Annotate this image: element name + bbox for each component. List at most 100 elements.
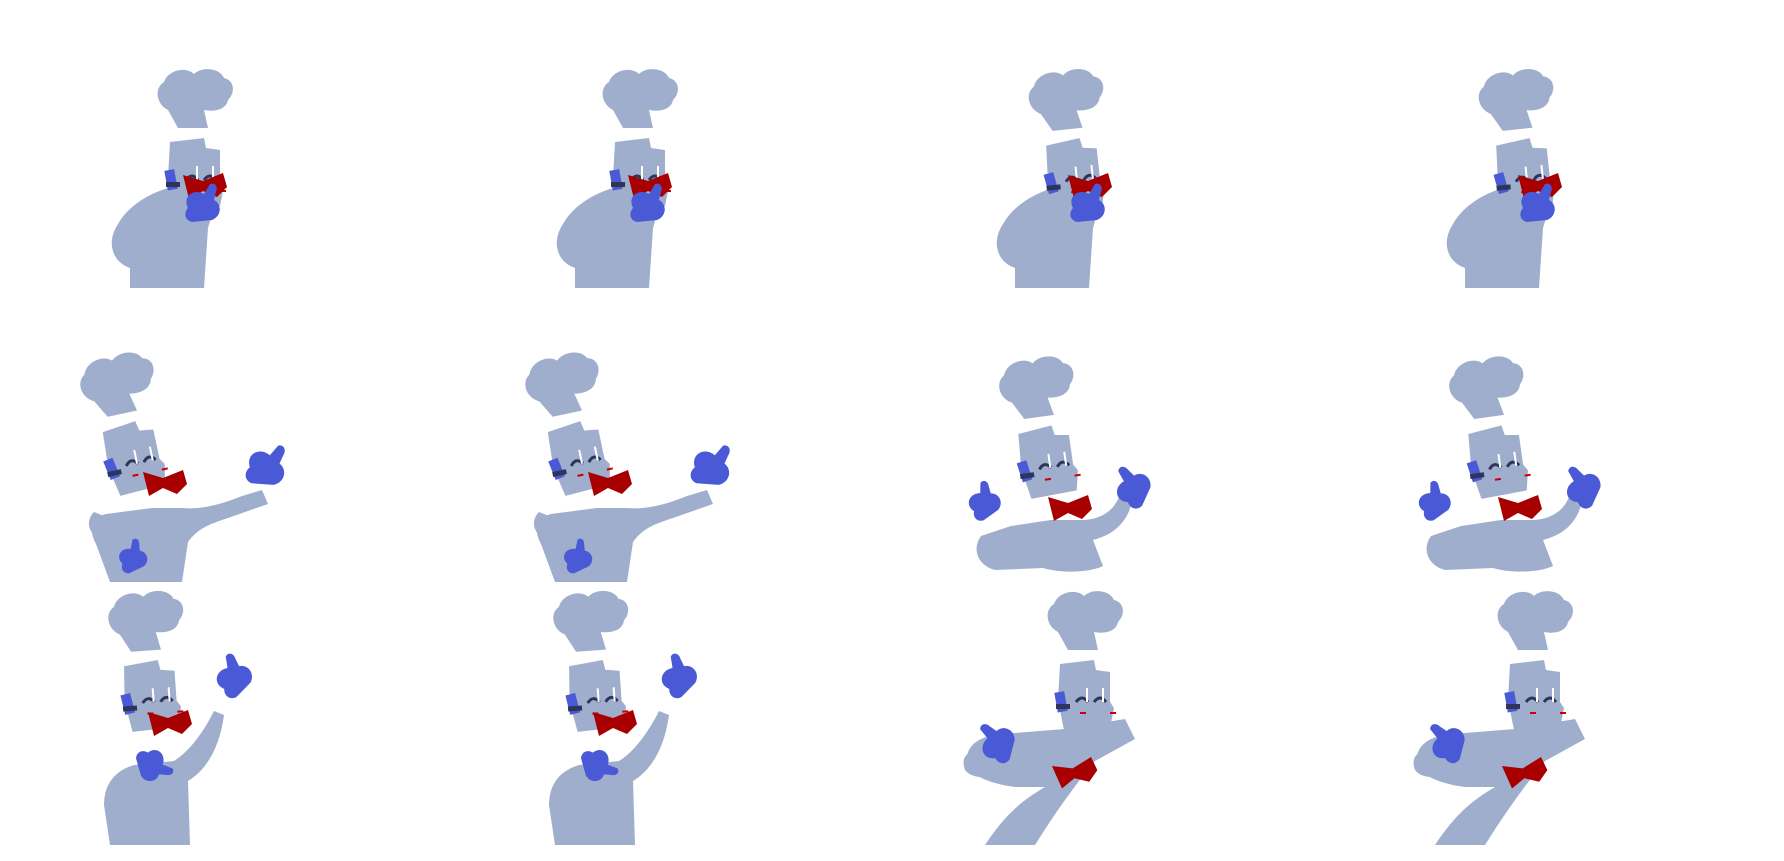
ear-stripe [1469,472,1485,480]
glove [1520,183,1555,222]
chef-sprite [556,69,678,288]
eye-highlight [1074,166,1078,181]
bowtie [1498,495,1542,521]
chef-sprite [963,591,1135,845]
cheek-mark [1530,712,1536,714]
arm-left [1413,750,1445,778]
eye-highlight [148,446,154,461]
glove [136,750,174,782]
closed-eye-right [1532,173,1547,181]
bowtie [1501,757,1548,789]
torso [549,711,669,845]
glove [581,750,619,782]
sprite-frame [549,590,697,845]
bowtie [143,470,187,496]
chef-hat [1497,591,1573,650]
head-group [999,356,1081,499]
eye-highlight [596,688,600,703]
ear-stripe [1496,184,1511,191]
eye-highlight [657,166,659,180]
head-group [108,590,184,732]
glove [216,653,252,699]
chef-sprite [996,69,1112,288]
head-group [1449,356,1531,499]
closed-eye-right [1092,696,1108,703]
sprite-frame [963,591,1135,845]
chef-sprite [111,69,233,288]
eye-highlight [212,166,214,180]
glove [185,183,220,222]
eye-highlight [1102,688,1104,702]
bowtie [148,710,192,736]
closed-eye-right [587,455,602,463]
glove [968,480,1001,521]
head-group [1047,591,1123,730]
bowtie [1051,757,1098,789]
chef-sprite [1446,69,1562,288]
closed-eye-right [142,455,157,463]
eye-highlight [1540,164,1544,180]
glove [1567,466,1601,509]
glove [1430,724,1465,764]
chef-hat [1047,591,1123,650]
chef-sprite [549,590,697,845]
chef-hat [999,356,1074,420]
sprite-frame [1446,69,1562,288]
cheek-mark [1560,712,1566,714]
cheek-mark [577,473,584,477]
eye-highlight [133,449,139,464]
arm-left [88,512,112,540]
glove [630,183,665,222]
eye-highlight [1536,688,1538,702]
chef-sprite [1413,591,1585,845]
eye-highlight [1552,688,1554,702]
torso [104,711,224,845]
eye-highlight [612,687,616,702]
cheek-mark [606,467,613,471]
glove [1418,480,1451,521]
sprite-frame [968,356,1151,572]
arm-left [533,512,557,540]
cheek-mark [161,467,168,471]
glove [980,724,1015,764]
sprite-frame [111,69,233,288]
chef-hat [80,352,154,417]
closed-eye-right [1542,696,1558,703]
head-group [1497,591,1573,730]
eye-highlight [151,688,155,703]
chef-hat [525,352,599,417]
torso [1426,490,1583,572]
eye-highlight [593,446,599,461]
eye-highlight [196,166,198,180]
ear-stripe [552,469,567,477]
torso [91,490,268,582]
eye-highlight [1497,453,1502,469]
bowtie [593,710,637,736]
ear-stripe [1506,704,1520,709]
ear-stripe [611,182,625,187]
sprite-frame [996,69,1112,288]
chef-hat [1449,356,1524,420]
cheek-mark [1044,477,1052,481]
ear-stripe [1019,472,1035,480]
bowtie [1048,495,1092,521]
glove [564,538,593,574]
cheek-mark [177,710,184,713]
glove [690,445,730,485]
chef-hat [1478,69,1554,131]
cheek-mark [1524,473,1531,477]
chef-hat [1028,69,1104,131]
ear-stripe [567,705,583,712]
chef-sprite [104,590,252,845]
head [1018,425,1078,499]
ear-stripe [1056,704,1070,709]
eye-highlight [1063,451,1068,466]
head [1468,425,1528,499]
ear-stripe [122,705,138,712]
cheek-mark [1080,712,1086,714]
cheek-mark [1494,477,1502,481]
chef-sprite [80,352,285,582]
eye-highlight [1513,451,1518,466]
sprite-frame [80,352,285,582]
eye-highlight [1047,453,1052,469]
